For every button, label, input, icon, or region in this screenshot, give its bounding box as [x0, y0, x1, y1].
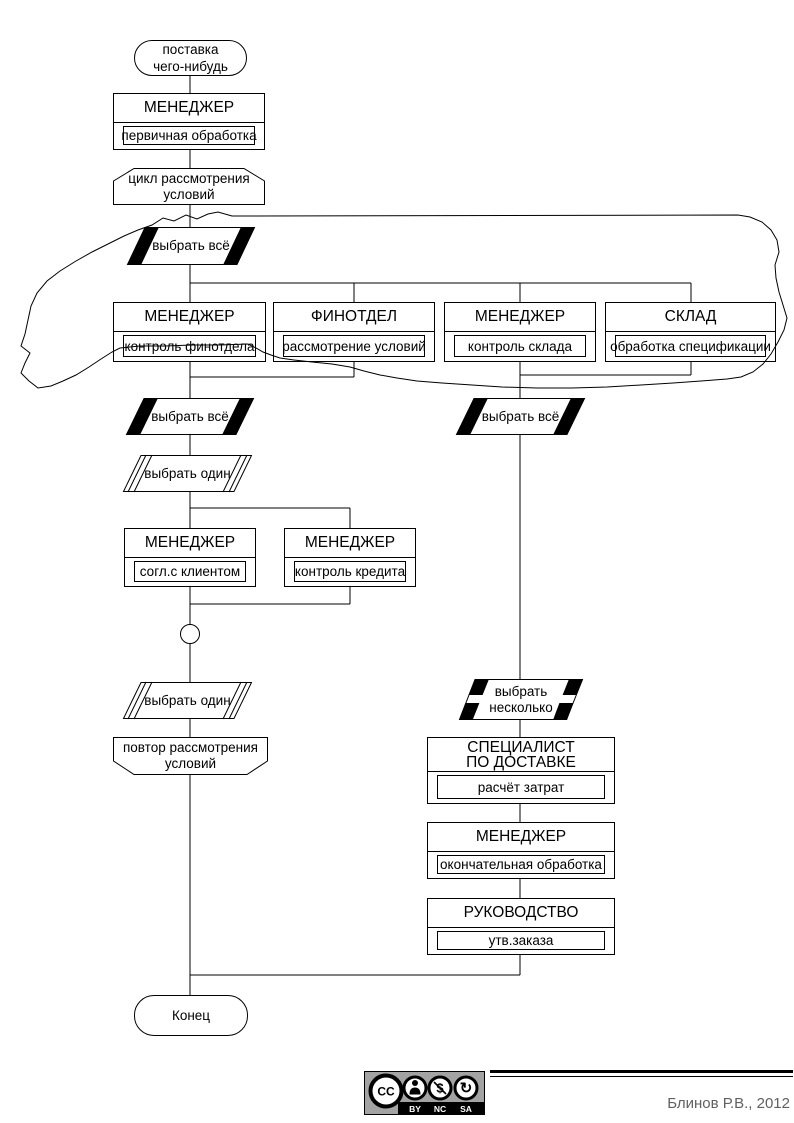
- junction-circle: [180, 624, 200, 644]
- cc-sa-arrow-icon: ↻: [453, 1075, 479, 1101]
- select-all-top-node: выбрать всё: [126, 227, 256, 265]
- select-all-left-node: выбрать всё: [125, 398, 255, 435]
- select-one-upper-node: выбрать один: [122, 454, 253, 493]
- parallelogram-thin-bars: [122, 681, 253, 720]
- svg-text:CC: CC: [377, 1085, 395, 1099]
- cc-nc-label: NC: [434, 1104, 446, 1114]
- node-manager-final: МЕНЕДЖЕР окончательная обработка: [427, 822, 615, 879]
- role-title: МЕНЕДЖЕР: [114, 94, 264, 123]
- node-delivery-specialist: СПЕЦИАЛИСТ ПО ДОСТАВКЕ расчёт затрат: [427, 737, 615, 804]
- parallelogram-dashed-bars: [458, 679, 584, 720]
- svg-text:↻: ↻: [460, 1080, 473, 1097]
- loop-end-line2: условий: [164, 756, 217, 771]
- role-title-line1: СПЕЦИАЛИСТ: [467, 738, 575, 756]
- select-many-node: выбрать несколько: [458, 679, 584, 720]
- select-many-line1: выбрать: [494, 683, 548, 699]
- loop-begin-line1: цикл рассмотрения: [128, 170, 250, 186]
- end-node: Конец: [134, 995, 248, 1036]
- node-finance-dept: ФИНОТДЕЛ рассмотрение условий: [273, 302, 435, 362]
- role-action: первичная обработка: [121, 126, 257, 145]
- role-title: МЕНЕДЖЕР: [445, 303, 595, 332]
- start-label-line2: чего-нибудь: [153, 59, 228, 74]
- role-action: контроль финотдела: [123, 335, 256, 357]
- parallelogram-solid-bars: [125, 398, 255, 435]
- role-action: обработка спецификации: [610, 335, 771, 357]
- role-action: контроль кредита: [294, 561, 406, 582]
- role-action: расчёт затрат: [437, 775, 605, 799]
- loop-begin-shape: [113, 168, 265, 205]
- node-manager-finance-control: МЕНЕДЖЕР контроль финотдела: [113, 302, 266, 362]
- end-label: Конец: [171, 1008, 211, 1023]
- cc-nc-dollar-icon: $: [427, 1075, 453, 1101]
- role-action: контроль склада: [454, 335, 586, 357]
- cc-logo-icon: CC: [368, 1073, 404, 1109]
- role-action: согл.с клиентом: [134, 561, 246, 582]
- cc-by-nc-sa-badge: BY NC SA CC $ ↻: [364, 1071, 485, 1115]
- role-title-line2: ПО ДОСТАВКЕ: [466, 753, 576, 771]
- start-node: поставка чего-нибудь: [134, 40, 247, 76]
- role-action: утв.заказа: [437, 931, 605, 950]
- role-action: окончательная обработка: [437, 855, 605, 874]
- cc-by-label: BY: [409, 1104, 421, 1114]
- select-all-right-label: выбрать всё: [481, 408, 560, 424]
- role-action: рассмотрение условий: [282, 335, 426, 357]
- loop-end-shape: [113, 737, 268, 775]
- cc-by-person-icon: [402, 1075, 428, 1101]
- author-credit: Блинов Р.В., 2012: [667, 1095, 790, 1112]
- node-manager-client: МЕНЕДЖЕР согл.с клиентом: [124, 528, 256, 587]
- select-many-line2: несколько: [489, 699, 553, 715]
- select-all-right-node: выбрать всё: [455, 398, 586, 435]
- node-management-approval: РУКОВОДСТВО утв.заказа: [427, 898, 615, 955]
- footer-divider: [490, 1070, 793, 1077]
- role-title: МЕНЕДЖЕР: [428, 823, 614, 852]
- cc-license-badge: BY NC SA CC $ ↻: [364, 1071, 485, 1115]
- node-warehouse: СКЛАД обработка спецификации: [605, 302, 776, 362]
- parallelogram-thin-bars: [122, 454, 253, 493]
- node-manager-primary: МЕНЕДЖЕР первичная обработка: [113, 93, 265, 150]
- select-one-lower-label: выбрать один: [144, 692, 231, 708]
- loop-end-line1: повтор рассмотрения: [122, 740, 258, 755]
- select-all-left-label: выбрать всё: [151, 408, 229, 424]
- select-one-upper-label: выбрать один: [144, 465, 231, 481]
- loop-end-node: повтор рассмотрения условий: [113, 737, 268, 775]
- role-title: РУКОВОДСТВО: [428, 899, 614, 928]
- loop-begin-node: цикл рассмотрения условий: [113, 168, 265, 205]
- select-all-top-label: выбрать всё: [152, 238, 230, 253]
- select-one-lower-node: выбрать один: [122, 681, 253, 720]
- role-title: МЕНЕДЖЕР: [114, 303, 265, 332]
- parallelogram-solid-bars: [455, 398, 586, 435]
- role-title: СКЛАД: [606, 303, 775, 332]
- role-title: МЕНЕДЖЕР: [125, 529, 255, 558]
- role-title: ФИНОТДЕЛ: [274, 303, 434, 332]
- role-title: МЕНЕДЖЕР: [285, 529, 415, 558]
- node-manager-warehouse-control: МЕНЕДЖЕР контроль склада: [444, 302, 596, 362]
- loop-begin-line2: условий: [163, 186, 215, 202]
- cc-sa-label: SA: [460, 1104, 472, 1114]
- node-manager-credit: МЕНЕДЖЕР контроль кредита: [284, 528, 416, 587]
- start-label-line1: поставка: [162, 42, 219, 57]
